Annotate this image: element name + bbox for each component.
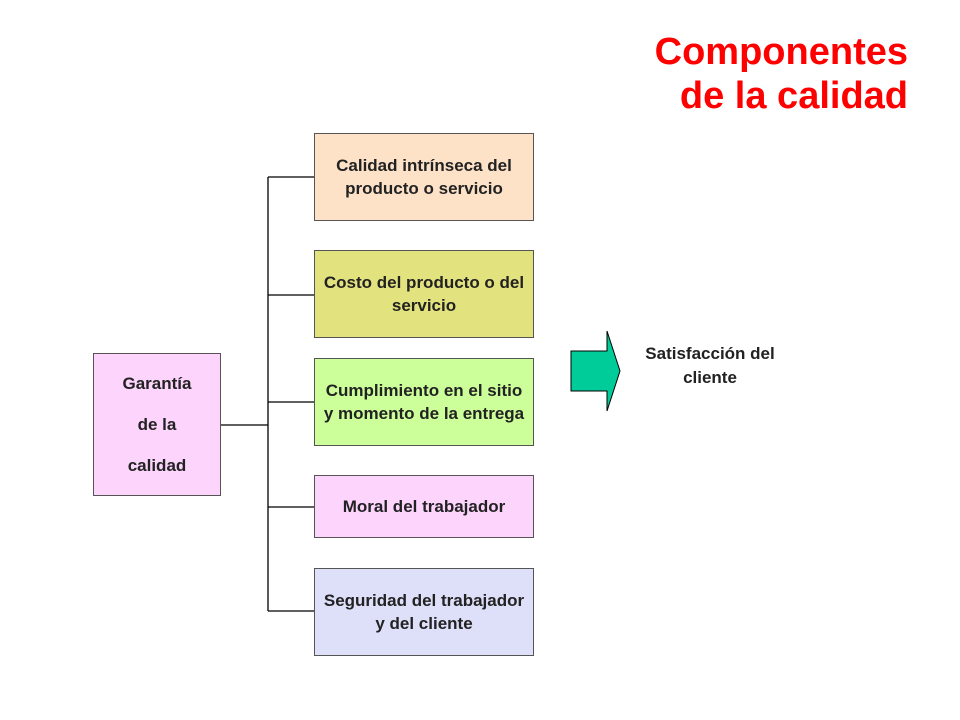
root-line-3: calidad <box>127 456 187 475</box>
component-box-2: Costo del producto o del servicio <box>314 250 534 338</box>
result-label: Satisfacción del cliente <box>645 344 775 387</box>
component-box-4: Moral del trabajador <box>314 475 534 538</box>
component-box-3: Cumplimiento en el sitio y momento de la… <box>314 358 534 446</box>
title-line-2: de la calidad <box>679 75 908 117</box>
page-title: Componentes de la calidad <box>655 30 908 118</box>
title-line-1: Componentes <box>654 31 908 73</box>
root-line-1: Garantía <box>122 374 192 393</box>
root-line-2: de la <box>137 415 177 434</box>
component-box-1: Calidad intrínseca del producto o servic… <box>314 133 534 221</box>
component-box-5: Seguridad del trabajador y del cliente <box>314 568 534 656</box>
root-box: Garantía de la calidad <box>93 353 221 496</box>
arrow-icon <box>570 330 621 412</box>
